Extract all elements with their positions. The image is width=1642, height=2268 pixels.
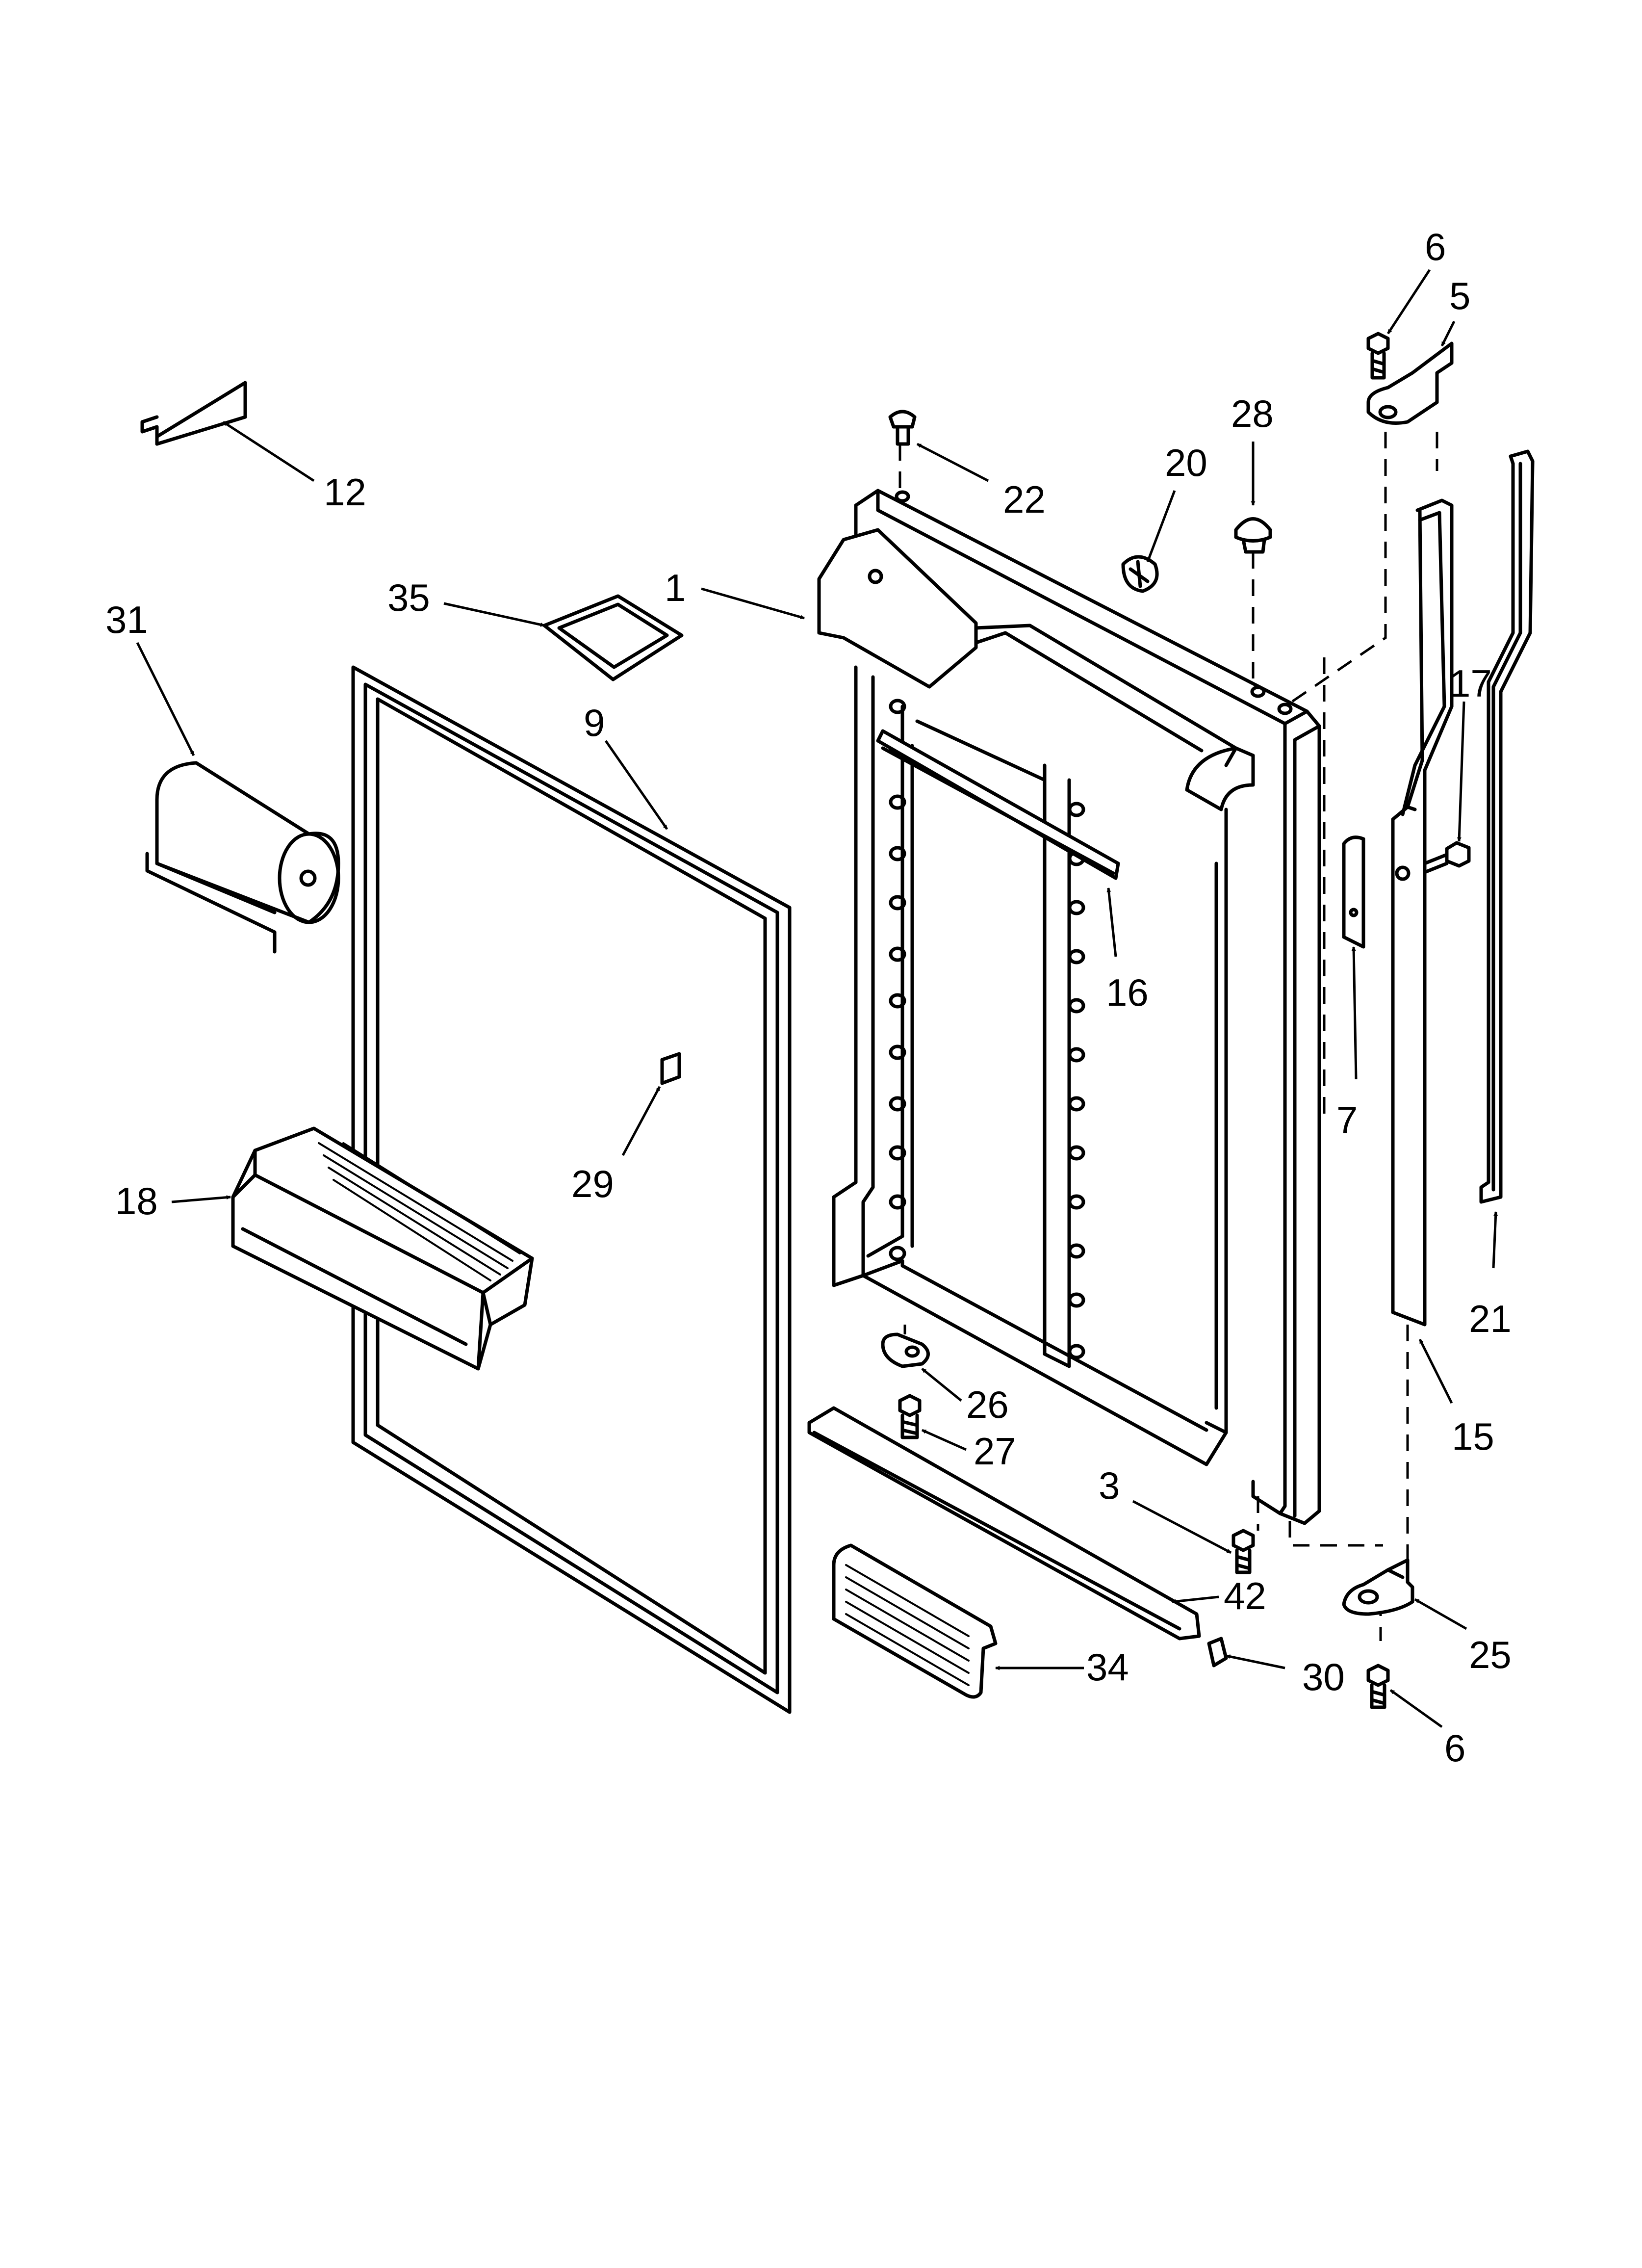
part-15-handle-trim	[1391, 498, 1454, 1327]
part-20-fastener	[1121, 555, 1159, 593]
callout-31: 31	[105, 598, 148, 641]
part-18-door-bin	[231, 1126, 534, 1371]
callout-27: 27	[974, 1430, 1016, 1473]
part-21-long-trim	[1479, 449, 1535, 1204]
callout-18: 18	[115, 1179, 158, 1223]
part-42-bottom-trim	[807, 1406, 1201, 1641]
part-3-screw	[1232, 1529, 1255, 1574]
callout-6-top: 6	[1425, 225, 1446, 268]
callout-26: 26	[966, 1383, 1009, 1426]
callout-21: 21	[1469, 1297, 1512, 1340]
part-6-screw-top	[1366, 332, 1390, 380]
callout-34: 34	[1086, 1645, 1129, 1689]
part-1-door-liner	[817, 489, 1321, 1525]
callout-35: 35	[387, 576, 430, 619]
part-16-trim	[876, 729, 1120, 880]
part-29-clip	[660, 1052, 681, 1085]
callout-28: 28	[1231, 392, 1274, 435]
callout-20: 20	[1165, 441, 1207, 484]
callout-1: 1	[665, 566, 686, 609]
part-7-bracket	[1342, 835, 1365, 949]
part-6-screw-bottom	[1366, 1664, 1390, 1709]
callout-3: 3	[1099, 1464, 1120, 1507]
part-12-clip	[140, 381, 247, 446]
part-30-clip	[1207, 1637, 1228, 1668]
part-31-bin	[145, 761, 340, 954]
callout-12: 12	[324, 470, 366, 514]
part-35-tray	[542, 594, 684, 681]
callout-16: 16	[1106, 971, 1149, 1014]
liner-dimples	[889, 699, 1085, 1359]
part-34-panel	[832, 1543, 998, 1699]
part-27-screw	[898, 1394, 922, 1439]
callout-15: 15	[1452, 1415, 1494, 1458]
callout-labels: 1 3 5 6 6 7 9 12 15 16 17 18 20 21 22 25…	[105, 225, 1512, 1770]
part-26-bracket	[881, 1325, 930, 1368]
part-17-screw	[1423, 841, 1471, 874]
callout-6-bottom: 6	[1444, 1726, 1465, 1770]
callout-17: 17	[1449, 662, 1492, 705]
callout-9: 9	[584, 701, 605, 744]
part-5-hinge	[1366, 341, 1454, 425]
callout-5: 5	[1449, 274, 1470, 317]
callout-7: 7	[1336, 1098, 1358, 1142]
callout-29: 29	[571, 1162, 614, 1205]
part-28-plug	[1234, 517, 1272, 554]
callout-22: 22	[1003, 478, 1046, 521]
callout-42: 42	[1224, 1574, 1266, 1617]
leader-arrows	[136, 269, 1498, 1728]
part-22-plug	[888, 410, 917, 446]
callout-30: 30	[1302, 1655, 1345, 1698]
callout-25: 25	[1469, 1633, 1512, 1676]
alignment-lines	[898, 432, 1438, 1641]
part-25-bottom-hinge	[1342, 1558, 1414, 1616]
